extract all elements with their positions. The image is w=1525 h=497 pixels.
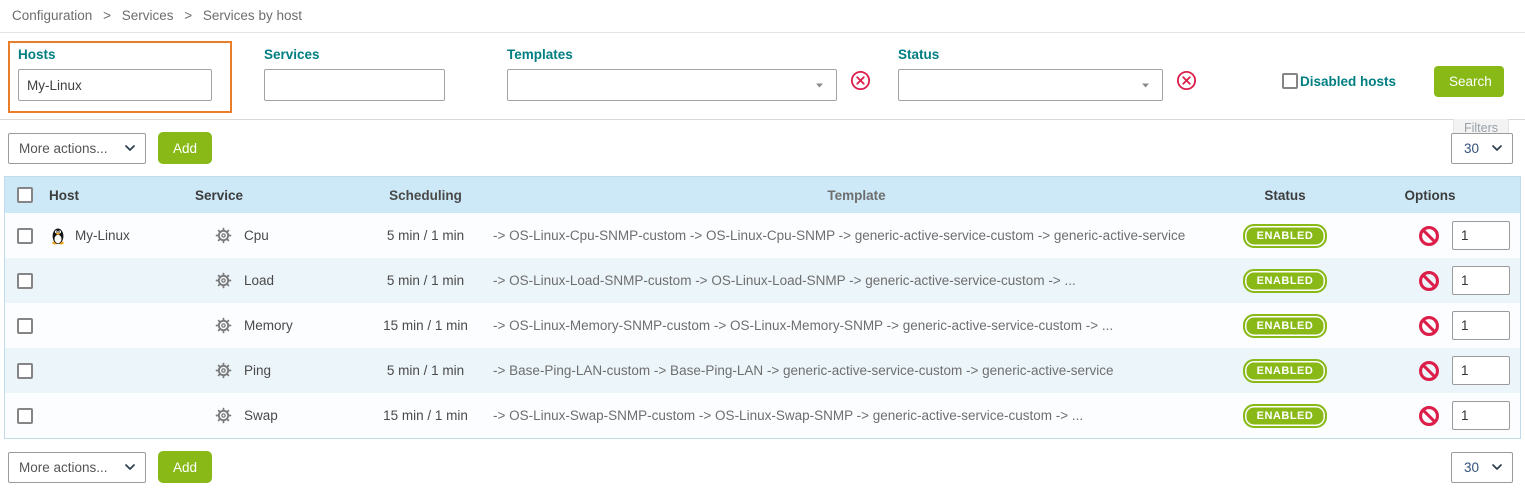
header-template: Template [827, 187, 886, 203]
scheduling-value: 15 min / 1 min [383, 318, 468, 333]
template-chain: -> OS-Linux-Load-SNMP-custom -> OS-Linux… [493, 273, 1076, 288]
templates-select[interactable] [507, 69, 837, 101]
breadcrumb-configuration[interactable]: Configuration [12, 8, 93, 23]
duplicate-count-input[interactable] [1452, 221, 1510, 250]
templates-filter-group: Templates [507, 41, 837, 101]
service-link[interactable]: Load [244, 273, 275, 288]
template-chain: -> OS-Linux-Cpu-SNMP-custom -> OS-Linux-… [493, 228, 1186, 243]
services-filter-group: Services [264, 41, 445, 101]
template-chain: -> OS-Linux-Memory-SNMP-custom -> OS-Lin… [493, 318, 1114, 333]
duplicate-count-input[interactable] [1452, 356, 1510, 385]
table-row: Ping 5 min / 1 min -> Base-Ping-LAN-cust… [5, 348, 1520, 393]
disabled-hosts-label: Disabled hosts [1300, 73, 1397, 89]
add-button-top[interactable]: Add [158, 132, 213, 164]
table-row: Load 5 min / 1 min -> OS-Linux-Load-SNMP… [5, 258, 1520, 303]
status-clear-icon[interactable] [1175, 69, 1198, 92]
service-link[interactable]: Swap [244, 408, 278, 423]
select-all-checkbox[interactable] [17, 187, 33, 203]
gear-icon [215, 272, 232, 289]
header-status: Status [1264, 187, 1306, 203]
breadcrumb-services[interactable]: Services [121, 8, 174, 23]
row-checkbox[interactable] [17, 407, 33, 424]
status-filter-group: Status [898, 41, 1163, 101]
bottom-toolbar: More actions... Add 30 [0, 439, 1525, 495]
header-options: Options [1404, 187, 1456, 203]
no-entry-icon[interactable] [1418, 405, 1440, 427]
no-entry-icon[interactable] [1418, 315, 1440, 337]
gear-icon [215, 407, 232, 424]
duplicate-count-input[interactable] [1452, 311, 1510, 340]
table-row: Swap 15 min / 1 min -> OS-Linux-Swap-SNM… [5, 393, 1520, 438]
header-host: Host [49, 187, 79, 203]
more-actions-select-top[interactable]: More actions... [8, 132, 146, 164]
table-header-row: Host Service Scheduling Template Status … [5, 177, 1520, 213]
service-link[interactable]: Memory [244, 318, 293, 333]
add-button-bottom[interactable]: Add [158, 451, 213, 483]
top-toolbar: More actions... Add 30 [0, 120, 1525, 176]
templates-clear-icon[interactable] [849, 69, 872, 92]
row-checkbox[interactable] [17, 227, 33, 244]
no-entry-icon[interactable] [1418, 360, 1440, 382]
status-badge: ENABLED [1242, 403, 1328, 428]
scheduling-value: 5 min / 1 min [386, 363, 465, 378]
breadcrumb: Configuration > Services > Services by h… [0, 0, 1525, 32]
services-label: Services [264, 47, 320, 62]
status-badge: ENABLED [1242, 313, 1328, 338]
service-link[interactable]: Cpu [244, 228, 269, 243]
row-checkbox[interactable] [17, 272, 33, 289]
search-button[interactable]: Search [1434, 66, 1505, 97]
no-entry-icon[interactable] [1418, 225, 1440, 247]
duplicate-count-input[interactable] [1452, 401, 1510, 430]
status-badge: ENABLED [1242, 268, 1328, 293]
host-link[interactable]: My-Linux [75, 228, 130, 243]
scheduling-value: 15 min / 1 min [383, 408, 468, 423]
template-chain: -> Base-Ping-LAN-custom -> Base-Ping-LAN… [493, 363, 1114, 378]
more-actions-select-bottom[interactable]: More actions... [8, 451, 146, 483]
status-badge: ENABLED [1242, 358, 1328, 383]
duplicate-count-input[interactable] [1452, 266, 1510, 295]
no-entry-icon[interactable] [1418, 270, 1440, 292]
breadcrumb-separator: > [103, 8, 111, 23]
gear-icon [215, 227, 232, 244]
header-service: Service [195, 187, 244, 203]
table-row: Memory 15 min / 1 min -> OS-Linux-Memory… [5, 303, 1520, 348]
page-size-select-top[interactable]: 30 [1451, 132, 1513, 164]
disabled-hosts-group: Disabled hosts [1282, 41, 1396, 89]
hosts-label: Hosts [18, 47, 56, 62]
service-link[interactable]: Ping [244, 363, 272, 378]
services-input[interactable] [264, 69, 445, 101]
hosts-input[interactable] [18, 69, 212, 101]
scheduling-value: 5 min / 1 min [386, 228, 465, 243]
template-chain: -> OS-Linux-Swap-SNMP-custom -> OS-Linux… [493, 408, 1084, 423]
gear-icon [215, 317, 232, 334]
hosts-filter-group: Hosts [8, 41, 232, 113]
page-size-select-bottom[interactable]: 30 [1451, 451, 1513, 483]
disabled-hosts-checkbox[interactable] [1282, 73, 1298, 89]
table-row: My-Linux Cpu 5 min / 1 min -> OS-Linux-C… [5, 213, 1520, 258]
penguin-icon [49, 227, 67, 245]
templates-label: Templates [507, 47, 573, 62]
services-table: Host Service Scheduling Template Status … [4, 176, 1521, 439]
row-checkbox[interactable] [17, 317, 33, 334]
filter-panel: Hosts Services Templates Status Disabled… [0, 32, 1525, 139]
breadcrumb-separator: > [184, 8, 193, 23]
breadcrumb-services-by-host[interactable]: Services by host [202, 8, 302, 23]
gear-icon [215, 362, 232, 379]
status-badge: ENABLED [1242, 223, 1328, 248]
header-scheduling: Scheduling [389, 187, 462, 203]
status-select[interactable] [898, 69, 1163, 101]
status-label: Status [898, 47, 940, 62]
row-checkbox[interactable] [17, 362, 33, 379]
scheduling-value: 5 min / 1 min [386, 273, 465, 288]
